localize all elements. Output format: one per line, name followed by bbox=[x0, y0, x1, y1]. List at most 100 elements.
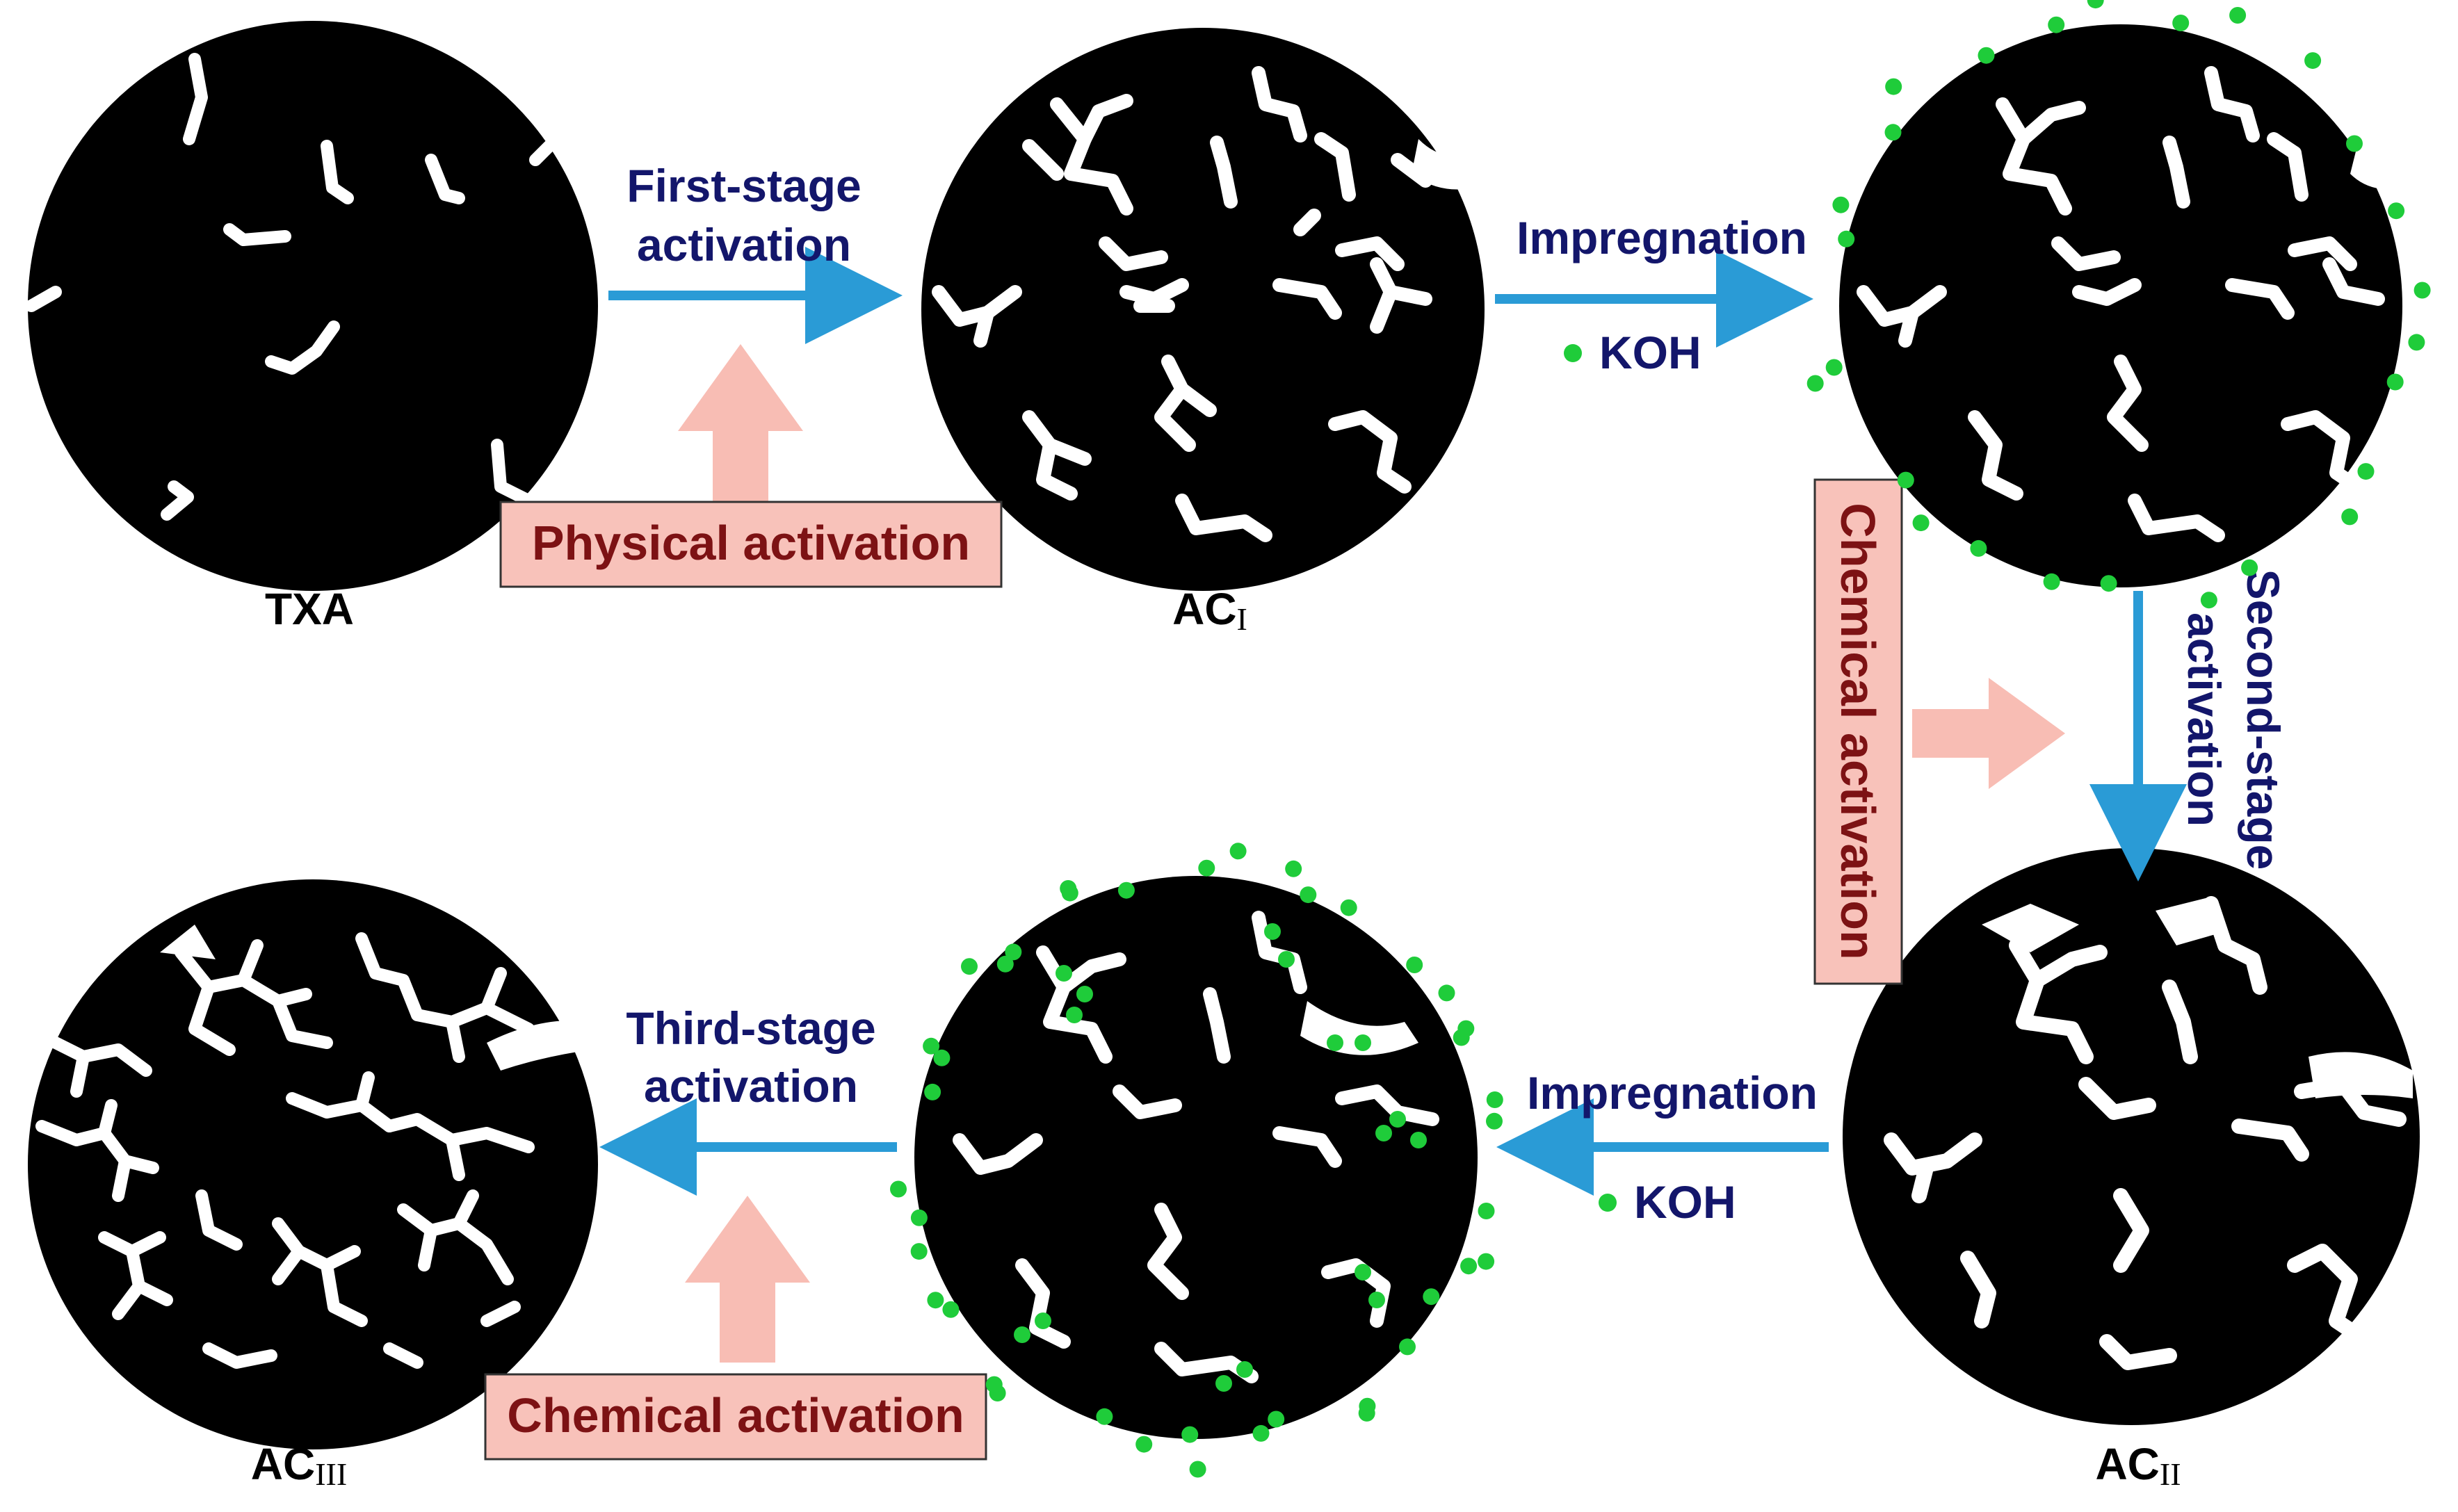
koh-dot-icon bbox=[2229, 7, 2247, 24]
koh-dot-icon bbox=[1912, 514, 1930, 532]
koh-dot-icon bbox=[2341, 508, 2359, 526]
arrow-physical-activation bbox=[678, 344, 803, 504]
arrow-chemical-activation-right bbox=[1912, 678, 2065, 789]
koh-dot-icon bbox=[1478, 1253, 1495, 1270]
koh-dot-icon bbox=[1061, 884, 1078, 902]
koh-dot-icon bbox=[2172, 15, 2190, 31]
koh-dot-icon bbox=[2413, 282, 2431, 299]
koh-dot-icon bbox=[2408, 334, 2425, 351]
koh-dot-icon bbox=[1423, 1288, 1440, 1306]
koh-dot-icon bbox=[1189, 1461, 1206, 1478]
koh-particles bbox=[890, 0, 2431, 1478]
koh-dot-icon bbox=[1229, 843, 1247, 860]
second-stage-label-line2: activation bbox=[2178, 612, 2230, 827]
koh-top-label: KOH bbox=[1599, 327, 1701, 378]
sample-label-ac3: ACIII bbox=[251, 1439, 347, 1492]
koh-bottom-label: KOH bbox=[1634, 1176, 1736, 1228]
koh-dot-icon bbox=[1406, 957, 1423, 973]
particle-ac2 bbox=[1843, 848, 2420, 1425]
koh-dot-icon bbox=[890, 1180, 907, 1198]
koh-dot-icon bbox=[923, 1037, 940, 1055]
koh-dot-icon bbox=[1460, 1258, 1478, 1275]
koh-dot-icon bbox=[1486, 1112, 1503, 1130]
koh-dot-icon bbox=[910, 1209, 928, 1226]
koh-dot-icon bbox=[1564, 344, 1582, 362]
koh-dot-icon bbox=[1478, 1203, 1495, 1219]
koh-dot-icon bbox=[1117, 881, 1135, 899]
koh-dot-icon bbox=[1327, 1034, 1343, 1051]
koh-dot-icon bbox=[1014, 1326, 1030, 1343]
koh-dot-icon bbox=[1970, 539, 1987, 557]
koh-dot-icon bbox=[1278, 951, 1295, 968]
koh-dot-icon bbox=[2043, 573, 2060, 590]
koh-dot-icon bbox=[1181, 1426, 1199, 1443]
koh-dot-icon bbox=[1806, 375, 1824, 392]
koh-dot-icon bbox=[942, 1301, 960, 1318]
koh-dot-icon bbox=[1486, 1091, 1503, 1108]
koh-dot-icon bbox=[910, 1243, 928, 1260]
koh-dot-icon bbox=[933, 1049, 951, 1066]
koh-dot-icon bbox=[2357, 463, 2375, 480]
koh-dot-icon bbox=[1599, 1194, 1617, 1212]
koh-dot-icon bbox=[1076, 986, 1093, 1002]
second-stage-label-line1: Second-stage bbox=[2238, 569, 2289, 870]
koh-dot-icon bbox=[1056, 965, 1072, 982]
first-stage-label-line1: First-stage bbox=[626, 160, 861, 211]
koh-dot-icon bbox=[2100, 575, 2117, 592]
koh-dot-icon bbox=[1198, 859, 1215, 877]
impregnation-top-label: Impregnation bbox=[1517, 212, 1807, 263]
koh-dot-icon bbox=[927, 1292, 944, 1309]
third-stage-label-line1: Third-stage bbox=[626, 1002, 875, 1054]
koh-dot-icon bbox=[1135, 1436, 1153, 1453]
koh-dot-icon bbox=[1897, 471, 1914, 489]
koh-dot-icon bbox=[1375, 1125, 1392, 1141]
koh-dot-icon bbox=[996, 955, 1014, 973]
koh-dot-icon bbox=[1252, 1424, 1270, 1442]
koh-dot-icon bbox=[961, 958, 978, 975]
arrow-chemical-activation-bottom bbox=[685, 1196, 810, 1363]
koh-top: KOH bbox=[1564, 327, 1701, 378]
koh-dot-icon bbox=[1355, 1264, 1371, 1281]
koh-dot-icon bbox=[924, 1083, 941, 1100]
koh-dot-icon bbox=[2304, 52, 2322, 70]
impregnation-bottom-label: Impregnation bbox=[1527, 1067, 1818, 1119]
koh-dot-icon bbox=[1285, 860, 1302, 877]
koh-dot-icon bbox=[985, 1376, 1003, 1393]
koh-dot-icon bbox=[1368, 1292, 1385, 1308]
koh-dot-icon bbox=[1340, 899, 1357, 916]
sample-label-txa: TXA bbox=[265, 584, 354, 634]
koh-dot-icon bbox=[1438, 984, 1455, 1002]
koh-dot-icon bbox=[2200, 592, 2217, 609]
koh-dot-icon bbox=[1300, 886, 1317, 904]
chemical-activation-box-bottom: Chemical activation bbox=[484, 1373, 987, 1461]
first-stage-label-line2: activation bbox=[637, 219, 851, 270]
koh-dot-icon bbox=[1825, 359, 1843, 376]
chemical-activation-label-vertical: Chemical activation bbox=[1831, 503, 1885, 959]
koh-dot-icon bbox=[2346, 135, 2363, 152]
koh-dot-icon bbox=[1978, 47, 1995, 64]
koh-dot-icon bbox=[2386, 373, 2404, 391]
koh-dot-icon bbox=[1066, 1007, 1083, 1023]
koh-dot-icon bbox=[1885, 78, 1902, 95]
koh-dot-icon bbox=[1884, 124, 1902, 141]
koh-dot-icon bbox=[2048, 16, 2065, 33]
koh-dot-icon bbox=[1035, 1312, 1051, 1329]
koh-dot-icon bbox=[2241, 559, 2258, 576]
koh-dot-icon bbox=[1359, 1397, 1376, 1415]
koh-dot-icon bbox=[2087, 0, 2104, 9]
koh-dot-icon bbox=[1236, 1361, 1253, 1378]
koh-dot-icon bbox=[1389, 1111, 1406, 1128]
particle-ac1-impregnated bbox=[1839, 24, 2406, 587]
physical-activation-box: Physical activation bbox=[499, 501, 1003, 588]
koh-dot-icon bbox=[1264, 923, 1281, 940]
koh-dot-icon bbox=[1005, 943, 1022, 961]
koh-dot-icon bbox=[1410, 1132, 1427, 1148]
particle-ac3 bbox=[28, 879, 598, 1449]
koh-dot-icon bbox=[2388, 202, 2405, 220]
koh-dot-icon bbox=[1453, 1029, 1470, 1046]
sample-label-ac2: ACII bbox=[2095, 1439, 2181, 1492]
particle-txa bbox=[25, 21, 598, 591]
third-stage-label-line2: activation bbox=[644, 1060, 858, 1112]
koh-dot-icon bbox=[1355, 1034, 1371, 1051]
